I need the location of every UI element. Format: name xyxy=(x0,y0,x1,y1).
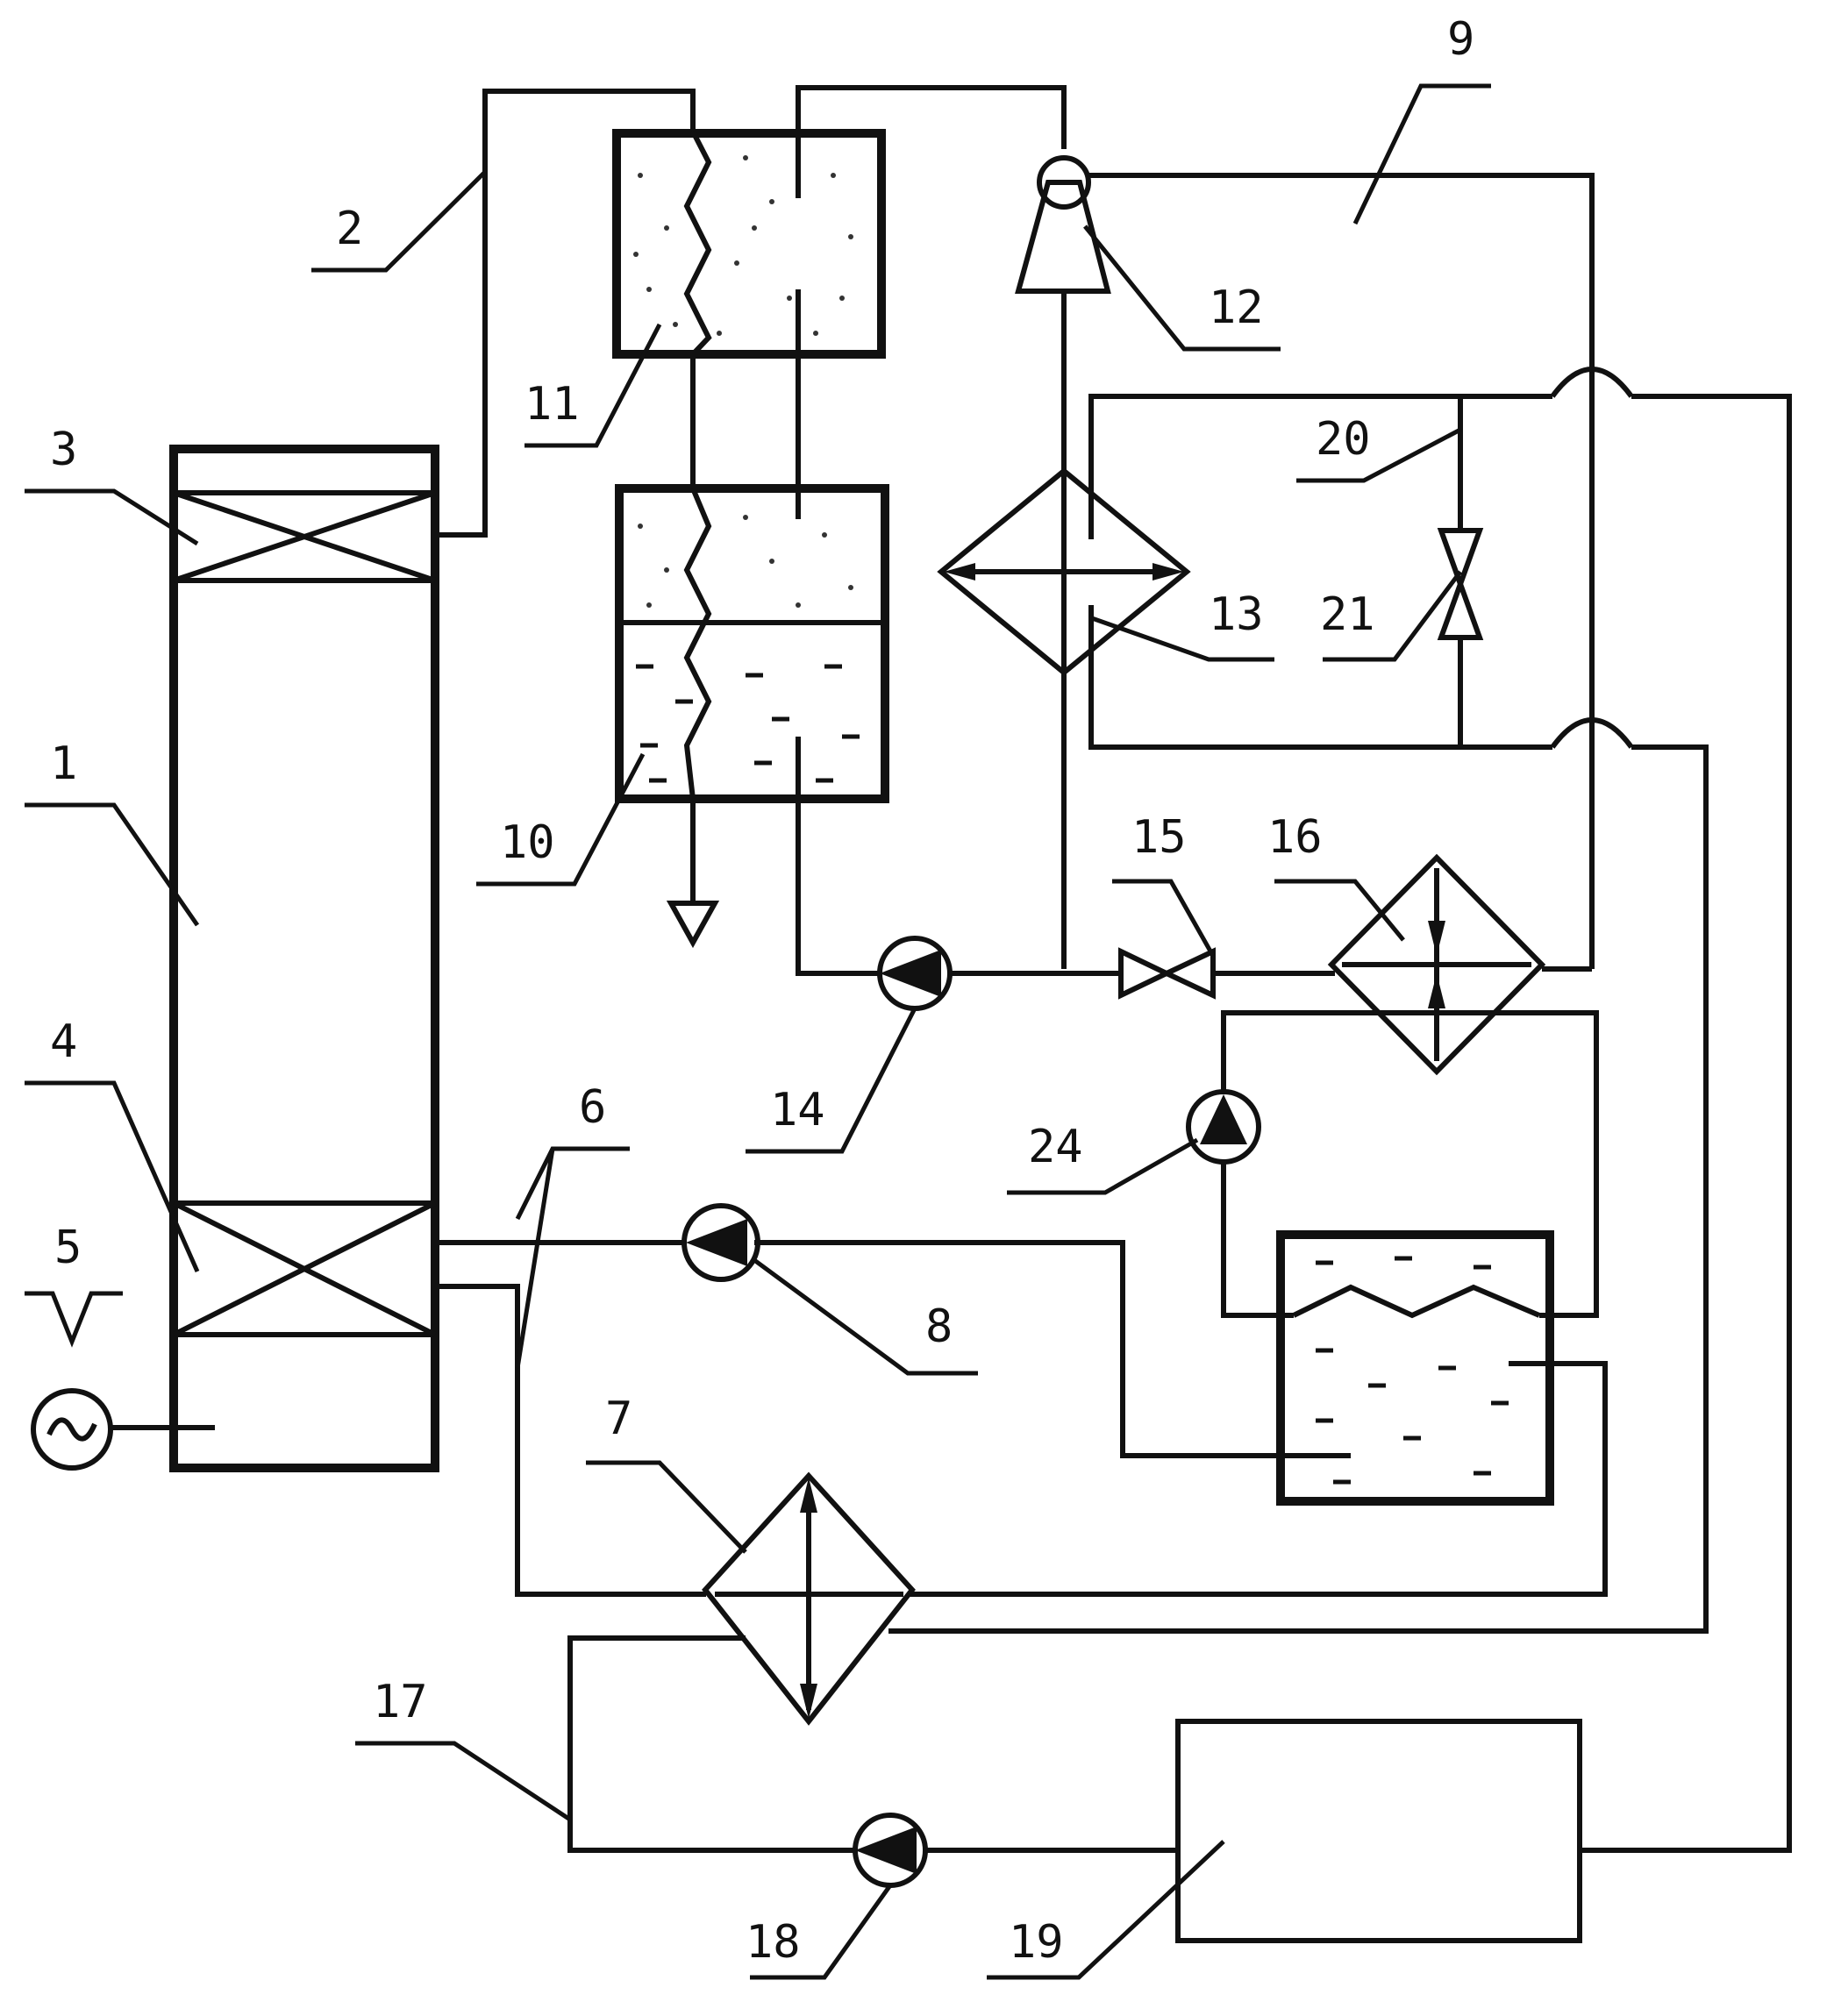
label-10: 10 xyxy=(500,816,555,869)
label-9: 9 xyxy=(1447,13,1474,66)
label-20: 20 xyxy=(1316,413,1371,466)
pipe-2 xyxy=(435,91,693,535)
heat-exchanger-16 xyxy=(1331,858,1592,1072)
bypass-valve-21 xyxy=(1441,531,1480,638)
vessel-10 xyxy=(619,488,885,799)
vapor-line xyxy=(798,88,1064,973)
storage-tank xyxy=(1281,1235,1550,1501)
pump-24 xyxy=(1188,1092,1259,1162)
label-3: 3 xyxy=(50,424,77,476)
label-16: 16 xyxy=(1267,811,1323,864)
label-8: 8 xyxy=(925,1300,953,1353)
label-11: 11 xyxy=(525,378,580,431)
pump-18 xyxy=(855,1815,925,1885)
pump-8 xyxy=(684,1206,758,1279)
label-5: 5 xyxy=(54,1222,82,1274)
label-19: 19 xyxy=(1009,1916,1064,1969)
number-labels: 1 2 3 4 5 6 7 8 9 10 11 12 13 14 15 16 1… xyxy=(50,13,1474,1969)
label-17: 17 xyxy=(373,1676,428,1728)
label-14: 14 xyxy=(770,1084,825,1136)
valve-15 xyxy=(1121,951,1213,995)
unit-19 xyxy=(1178,1721,1580,1941)
vessel-11 xyxy=(617,133,881,354)
label-2: 2 xyxy=(336,203,363,255)
label-6: 6 xyxy=(579,1081,606,1134)
label-15: 15 xyxy=(1131,811,1187,864)
label-12: 12 xyxy=(1209,281,1264,334)
label-7: 7 xyxy=(605,1393,632,1445)
heat-exchanger-13 xyxy=(941,471,1187,969)
label-18: 18 xyxy=(746,1916,801,1969)
label-21: 21 xyxy=(1320,588,1375,641)
heat-exchanger-7 xyxy=(705,1476,912,1721)
pump-14 xyxy=(880,938,950,1008)
label-24: 24 xyxy=(1028,1121,1083,1173)
packing-section-3 xyxy=(174,493,435,581)
ac-source-5 xyxy=(33,1391,215,1468)
packing-section-4 xyxy=(174,1203,435,1335)
label-4: 4 xyxy=(50,1015,77,1068)
ground-drain-symbol xyxy=(671,903,715,943)
label-1: 1 xyxy=(50,737,77,790)
heating-coil xyxy=(687,132,709,903)
leader-lines xyxy=(25,86,1491,1977)
label-13: 13 xyxy=(1209,588,1264,641)
